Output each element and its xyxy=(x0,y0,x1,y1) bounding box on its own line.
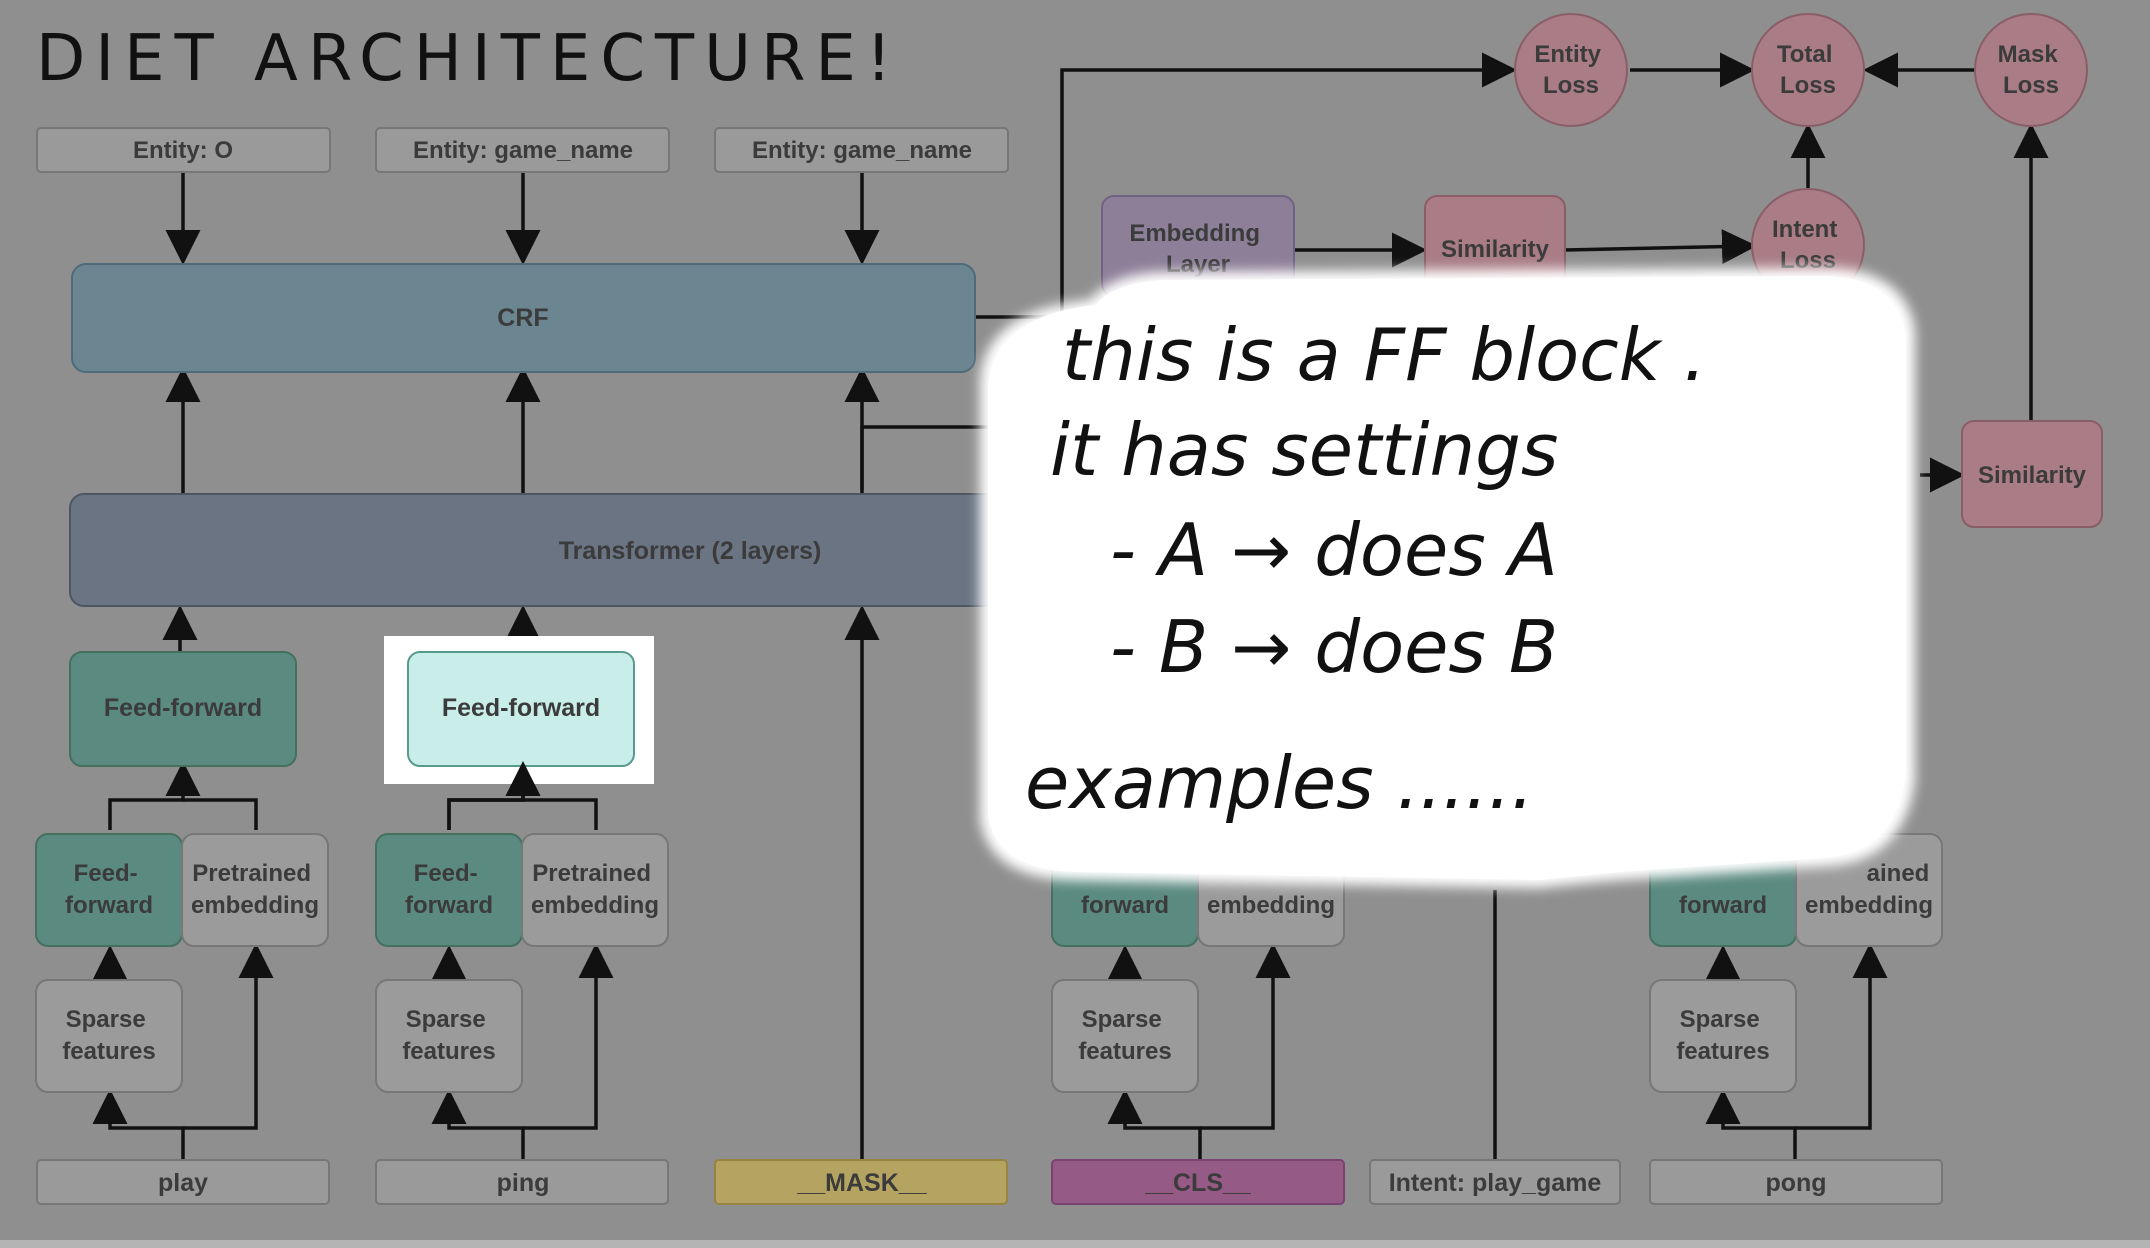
diagram-title: DIET ARCHITECTURE! xyxy=(36,22,902,96)
partial-embedding-label: embedding xyxy=(1805,892,1933,919)
small-feed-forward-block[interactable] xyxy=(375,833,523,947)
entity-box xyxy=(375,127,670,173)
mask-token-box[interactable] xyxy=(714,1159,1008,1205)
feed-forward-label: Feed-forward xyxy=(104,694,262,722)
token-box[interactable] xyxy=(375,1159,669,1205)
partial-ained-label: ained xyxy=(1867,860,1930,887)
bottom-strip xyxy=(0,1240,2150,1248)
token-label: __MASK__ xyxy=(796,1169,927,1197)
entity-loss-node[interactable] xyxy=(1514,13,1628,127)
loss-nodes: Entity Loss Total Loss Mask Loss Intent … xyxy=(1101,13,2103,528)
crf-block[interactable] xyxy=(71,263,976,373)
entity-box xyxy=(36,127,331,173)
note-overlay: this is a FF block . it has settings - A… xyxy=(980,268,1915,888)
entity-label: Entity: game_name xyxy=(413,137,633,164)
similarity-label: Similarity xyxy=(1441,236,1550,263)
token-label: pong xyxy=(1765,1169,1826,1197)
transformer-label: Transformer (2 layers) xyxy=(559,537,822,565)
mask-loss-label: Mask Loss xyxy=(1998,41,2065,99)
sparse-features-block[interactable] xyxy=(1051,979,1199,1093)
pretrained-label: Pretrained embedding xyxy=(531,860,659,919)
feed-forward-block[interactable] xyxy=(69,651,297,767)
partial-embedding-label: embedding xyxy=(1207,892,1335,919)
token-label: Intent: play_game xyxy=(1389,1169,1602,1197)
similarity-block[interactable] xyxy=(1961,420,2103,528)
token-label: play xyxy=(158,1169,208,1197)
sparse-label: Sparse features xyxy=(402,1006,495,1065)
entity-label: Entity: game_name xyxy=(752,137,972,164)
small-feed-forward-block[interactable] xyxy=(35,833,183,947)
crf-label: CRF xyxy=(497,304,548,332)
cls-token-box[interactable] xyxy=(1051,1159,1345,1205)
token-label: __CLS__ xyxy=(1144,1169,1252,1197)
token-box[interactable] xyxy=(36,1159,330,1205)
sparse-features-block[interactable] xyxy=(35,979,183,1093)
connections xyxy=(92,52,2049,1160)
feed-forward-label: Feed-forward xyxy=(442,694,600,722)
partial-forward-label: forward xyxy=(1081,892,1169,919)
sparse-features-block[interactable] xyxy=(375,979,523,1093)
token-row: play ping __MASK__ __CLS__ Intent: play_… xyxy=(36,1159,1943,1205)
token-box[interactable] xyxy=(1649,1159,1943,1205)
note-line: examples ...... xyxy=(1025,741,1534,825)
connector xyxy=(447,761,541,830)
pretrained-embedding-block[interactable] xyxy=(521,833,669,947)
input-blocks-ping: Feed- forward Pretrained embedding Spars… xyxy=(375,833,669,1093)
intent-token-box[interactable] xyxy=(1369,1159,1621,1205)
entity-label: Entity: O xyxy=(133,137,233,164)
small-ff-label: Feed- forward xyxy=(405,860,493,919)
mask-loss-node[interactable] xyxy=(1974,13,2088,127)
pretrained-embedding-block[interactable] xyxy=(181,833,329,947)
note-background xyxy=(988,276,1906,880)
sparse-label: Sparse features xyxy=(62,1006,155,1065)
note-line: - B → does B xyxy=(1110,605,1558,689)
entity-row: Entity: O Entity: game_name Entity: game… xyxy=(36,127,1009,173)
pretrained-label: Pretrained embedding xyxy=(191,860,319,919)
entity-box xyxy=(714,127,1009,173)
sparse-features-block[interactable] xyxy=(1649,979,1797,1093)
similarity-label: Similarity xyxy=(1978,462,2087,489)
sparse-label: Sparse features xyxy=(1078,1006,1171,1065)
token-label: ping xyxy=(497,1169,550,1197)
sparse-label: Sparse features xyxy=(1676,1006,1769,1065)
total-loss-node[interactable] xyxy=(1751,13,1865,127)
input-blocks-play: Feed- forward Pretrained embedding Spars… xyxy=(35,833,329,1093)
note-line: it has settings xyxy=(1050,408,1558,492)
small-ff-label: Feed- forward xyxy=(65,860,153,919)
entity-loss-label: Entity Loss xyxy=(1534,41,1607,99)
note-line: - A → does A xyxy=(1110,508,1558,592)
partial-forward-label: forward xyxy=(1679,892,1767,919)
total-loss-label: Total Loss xyxy=(1777,41,1839,99)
note-line: this is a FF block . xyxy=(1062,313,1706,397)
